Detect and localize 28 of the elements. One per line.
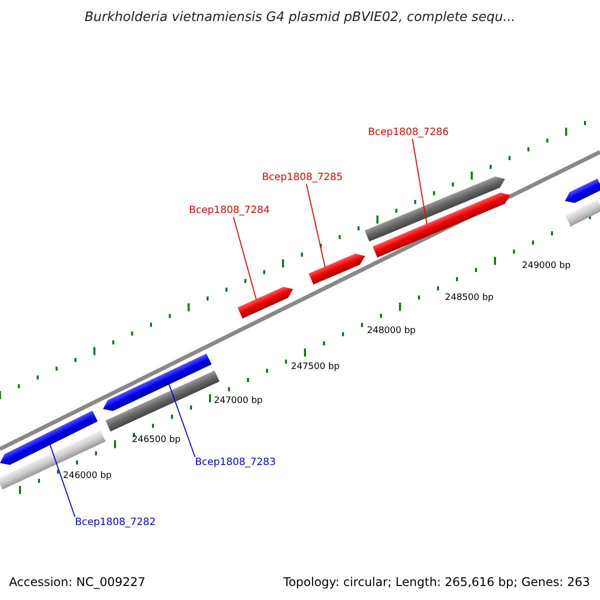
gene-arrow <box>238 286 293 318</box>
gene-label: Bcep1808_7282 <box>75 517 156 529</box>
scale-label: 247500 bp <box>291 361 340 373</box>
gene-arrow <box>308 254 365 285</box>
gene-label: Bcep1808_7286 <box>368 127 449 139</box>
gene-arrow <box>372 192 510 258</box>
gene-arrow <box>364 176 505 242</box>
gene-arrow <box>565 200 600 226</box>
gene-label: Bcep1808_7285 <box>262 172 343 184</box>
scale-label: 248500 bp <box>445 292 494 304</box>
scale-label: 246500 bp <box>132 434 181 446</box>
leader-line <box>49 444 76 518</box>
scale-label: 246000 bp <box>63 470 112 482</box>
leader-line <box>232 216 257 300</box>
footer-text: Topology: circular; Length: 265,616 bp; Genes: 263 <box>283 575 590 590</box>
leader-line <box>412 138 428 225</box>
scale-label: 248000 bp <box>367 325 416 337</box>
leader-line <box>168 383 196 458</box>
scale-label: 249000 bp <box>522 260 571 272</box>
title: Burkholderia vietnamiensis G4 plasmid pBVIE02, complete sequ... <box>84 10 516 26</box>
gene-label: Bcep1808_7283 <box>195 457 276 469</box>
leader-line <box>306 184 326 268</box>
gene-arrow <box>103 354 212 412</box>
gene-label: Bcep1808_7284 <box>189 205 270 217</box>
gene-arrow <box>565 178 600 203</box>
footer-text: Accession: NC_009227 <box>9 575 146 590</box>
scale-label: 247000 bp <box>214 395 263 407</box>
gene-arrow <box>0 410 98 465</box>
